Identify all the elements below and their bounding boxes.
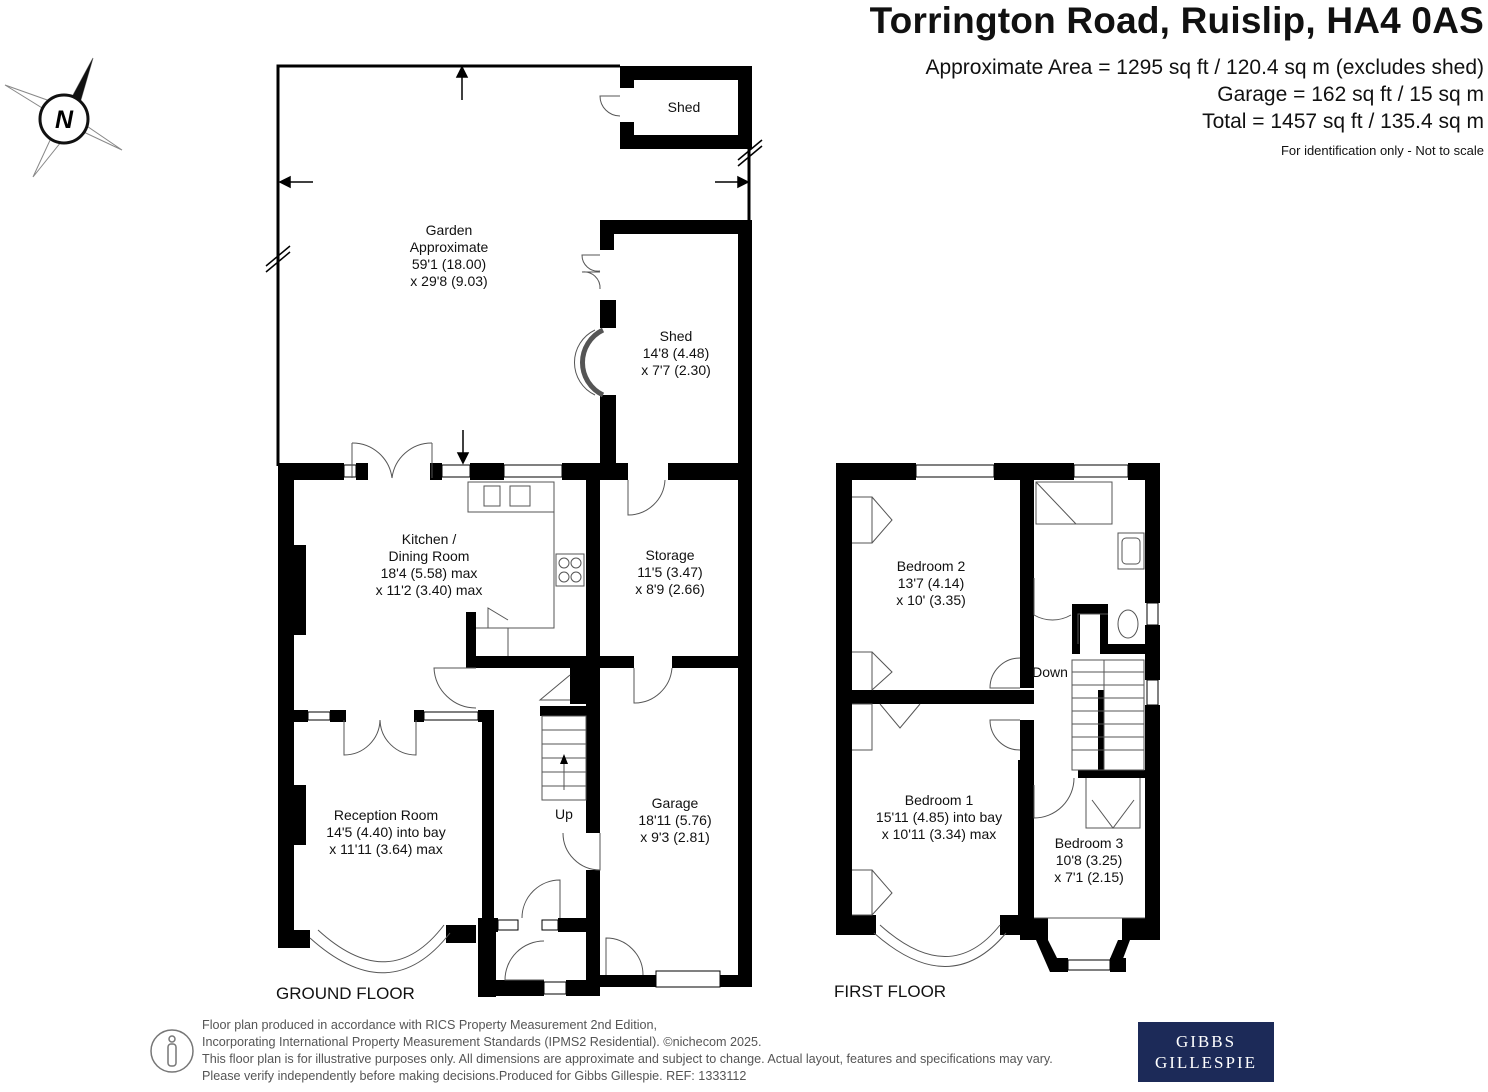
room-label-line: Down [1032, 664, 1068, 680]
ground-floor-walls [278, 463, 752, 997]
room-label-line: x 10' (3.35) [896, 592, 966, 608]
small-shed-walls [620, 66, 752, 149]
compass-icon: N [4, 57, 123, 178]
stairs-up-label: Up [555, 806, 573, 823]
room-label-line: Bedroom 2 [896, 558, 966, 574]
room-label-line: 11'5 (3.47) [637, 564, 703, 580]
footer-notes: Floor plan produced in accordance with R… [202, 1017, 1053, 1085]
room-label-line: Reception Room [333, 807, 439, 823]
room-label-line: Bedroom 1 [904, 792, 974, 808]
first-floor-label: FIRST FLOOR [834, 982, 947, 1001]
room-label-line: x 11'11 (3.64) max [329, 841, 443, 857]
gibbs-gillespie-logo: GIBBS GILLESPIE [1138, 1022, 1274, 1082]
room-label-line: Dining Room [388, 548, 470, 564]
room-label-line: x 11'2 (3.40) max [375, 582, 483, 598]
room-label-line: Kitchen / [401, 531, 457, 547]
footer-line-1: Floor plan produced in accordance with R… [202, 1018, 658, 1032]
room-label-line: Garden [425, 222, 473, 238]
room-label-line: Up [555, 806, 573, 822]
room-label-line: 14'8 (4.48) [642, 345, 710, 361]
brand-line-2: GILLESPIE [1154, 1053, 1258, 1072]
room-label-line: Shed [659, 328, 693, 344]
garden-boundary [276, 64, 751, 466]
footer-line-4: Please verify independently before makin… [202, 1069, 747, 1083]
stairs-down-label: Down [1032, 664, 1068, 681]
room-label-line: x 8'9 (2.66) [635, 581, 705, 597]
footer-line-2: Incorporating International Property Mea… [202, 1035, 762, 1049]
ground-floor-label: GROUND FLOOR [276, 984, 415, 1003]
room-label-line: x 10'11 (3.34) max [881, 826, 997, 842]
room-label-line: Approximate [409, 239, 489, 255]
area-line-3: Total = 1457 sq ft / 135.4 sq m [1202, 110, 1484, 133]
area-line-1: Approximate Area = 1295 sq ft / 120.4 sq… [925, 56, 1484, 79]
room-label-line: 15'11 (4.85) into bay [875, 809, 1003, 825]
room-label-line: Bedroom 3 [1054, 835, 1124, 851]
room-label-line: 59'1 (18.00) [411, 256, 487, 272]
room-label-line: 14'5 (4.40) into bay [326, 824, 446, 840]
page-title: Torrington Road, Ruislip, HA4 0AS [869, 0, 1484, 41]
room-label-shed-small: Shed [668, 99, 701, 116]
scale-disclaimer: For identification only - Not to scale [1280, 143, 1484, 158]
room-label-line: x 7'7 (2.30) [641, 362, 711, 378]
room-label-line: 18'4 (5.58) max [380, 565, 478, 581]
brand-line-1: GIBBS [1175, 1032, 1237, 1051]
room-label-line: x 7'1 (2.15) [1054, 869, 1124, 885]
room-label-line: 18'11 (5.76) [638, 812, 712, 828]
room-label-line: x 9'3 (2.81) [640, 829, 710, 845]
room-label-line: x 29'8 (9.03) [410, 273, 488, 289]
compass-letter: N [55, 106, 74, 134]
person-icon [150, 1029, 194, 1073]
room-label-line: 10'8 (3.25) [1055, 852, 1123, 868]
room-label-line: 13'7 (4.14) [897, 575, 965, 591]
room-label-line: Shed [667, 99, 701, 115]
area-line-2: Garage = 162 sq ft / 15 sq m [1217, 83, 1484, 106]
room-label-line: Storage [645, 547, 695, 563]
shed-walls [600, 220, 752, 482]
first-floor-walls [836, 463, 1160, 972]
footer-line-3: This floor plan is for illustrative purp… [202, 1052, 1053, 1066]
room-label-line: Garage [651, 795, 699, 811]
